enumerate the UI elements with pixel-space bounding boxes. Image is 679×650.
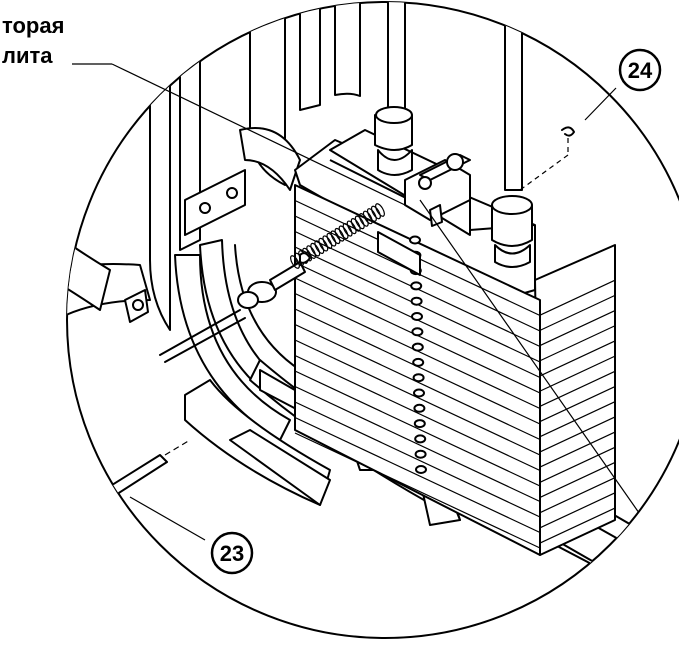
spring-coil-turn xyxy=(375,203,385,217)
plate-line-side xyxy=(539,507,616,544)
selector-hole xyxy=(414,434,427,444)
selector-hole xyxy=(411,342,424,352)
label-line-2: лита xyxy=(2,43,53,68)
selector-hole xyxy=(411,312,423,321)
plate-line xyxy=(294,354,541,472)
retaining-clip xyxy=(519,126,575,191)
callout-24-number: 24 xyxy=(628,58,653,83)
spring-coil-turn xyxy=(350,218,361,232)
spring-coil-turn xyxy=(334,227,345,242)
spring-coil-turn xyxy=(362,210,373,225)
frame-uprights xyxy=(149,2,523,331)
plate-line-side xyxy=(539,401,616,438)
spring-coil-turn xyxy=(310,242,321,257)
callout-23-number: 23 xyxy=(220,541,244,566)
detail-contents xyxy=(67,2,679,611)
plate-line-side xyxy=(539,461,616,499)
selector-block xyxy=(404,153,471,227)
spring-coil-turn xyxy=(306,245,317,259)
selector-hole xyxy=(410,281,423,291)
label-line-1: торая xyxy=(2,13,64,38)
plate-line-side xyxy=(539,446,616,483)
spring-coil-turn xyxy=(290,255,300,269)
mounting-bracket xyxy=(124,169,246,323)
label-leader xyxy=(72,63,406,206)
plate-line-side xyxy=(539,325,616,362)
spring-coil-turn xyxy=(358,213,369,227)
plate-line xyxy=(294,370,541,487)
plate-line-side xyxy=(539,477,616,514)
plate-line-side xyxy=(539,431,616,468)
spring-coil-turn xyxy=(338,225,349,240)
selector-hole xyxy=(413,419,426,429)
spring-coil-turn xyxy=(346,220,357,235)
spring-coil-turn xyxy=(342,222,353,237)
spring-coil-turn xyxy=(322,235,333,250)
plate-line-side xyxy=(539,279,616,316)
plate-line-side xyxy=(539,370,616,407)
selector-hole xyxy=(411,327,424,337)
selector-hole xyxy=(409,235,421,245)
selector-hole xyxy=(415,465,427,474)
callout-23: 23 xyxy=(129,496,254,575)
plate-line xyxy=(294,416,541,534)
callout-24: 24 xyxy=(584,48,662,121)
plate-separators-side xyxy=(539,279,616,544)
spring-pin-assembly xyxy=(159,203,385,363)
plate-line-side xyxy=(539,355,616,392)
plate-line-side xyxy=(539,416,616,453)
spring-coil-turn xyxy=(314,240,325,254)
selector-hole xyxy=(412,357,425,367)
plate-line xyxy=(294,432,541,549)
plate-line xyxy=(294,339,541,456)
selector-hole xyxy=(412,373,425,383)
spring-coil-turn xyxy=(330,230,341,245)
selector-hole xyxy=(413,388,425,398)
plate-line xyxy=(294,385,541,503)
guide-rod-bushings xyxy=(374,106,533,268)
spring-coil-turn xyxy=(366,208,377,222)
cable-leader xyxy=(419,199,679,571)
plate-line xyxy=(294,401,541,518)
selector-hole xyxy=(410,296,423,306)
curved-frame-tube xyxy=(67,127,301,331)
spring-coil-turn xyxy=(326,232,337,247)
plate-line-side xyxy=(539,294,616,331)
selector-hole xyxy=(414,449,427,459)
spring-coil-turn xyxy=(370,205,381,220)
spring-coil-turn xyxy=(318,237,329,252)
plate-line-side xyxy=(539,340,616,377)
plate-line-side xyxy=(539,385,616,423)
selector-hole xyxy=(413,403,426,413)
plate-line-side xyxy=(539,310,616,347)
plate-line-side xyxy=(539,492,616,529)
spring-coil-turn xyxy=(354,215,365,230)
